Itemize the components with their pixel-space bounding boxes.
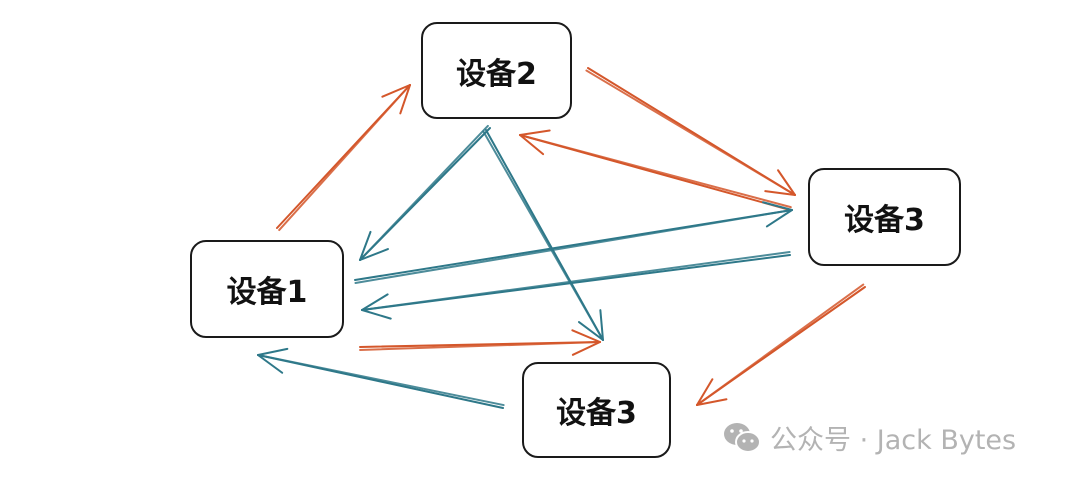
arrow-device2-to-device1	[359, 124, 491, 261]
node-device1: 设备1	[190, 240, 344, 338]
arrow-device1-to-device2	[276, 84, 411, 232]
arrow-device1-to-device3_bottom	[359, 329, 601, 356]
arrow-device3_bottom-to-device1	[257, 347, 505, 409]
arrow-device1-to-device3_right	[354, 201, 793, 284]
arrow-device3_right-to-device2	[519, 129, 792, 211]
arrow-device3_right-to-device1	[361, 251, 791, 320]
arrow-device2-to-device3_bottom	[482, 129, 604, 341]
node-device2: 设备2	[421, 22, 572, 119]
node-device3-right: 设备3	[808, 168, 961, 266]
arrow-device2-to-device3_right	[585, 67, 796, 196]
wechat-icon	[724, 422, 761, 453]
watermark: 公众号 · Jack Bytes	[722, 418, 1016, 457]
node-device3-bottom: 设备3	[522, 362, 671, 458]
arrow-device3_right-to-device3_bottom	[696, 283, 866, 406]
watermark-text: 公众号 · Jack Bytes	[770, 425, 1017, 456]
